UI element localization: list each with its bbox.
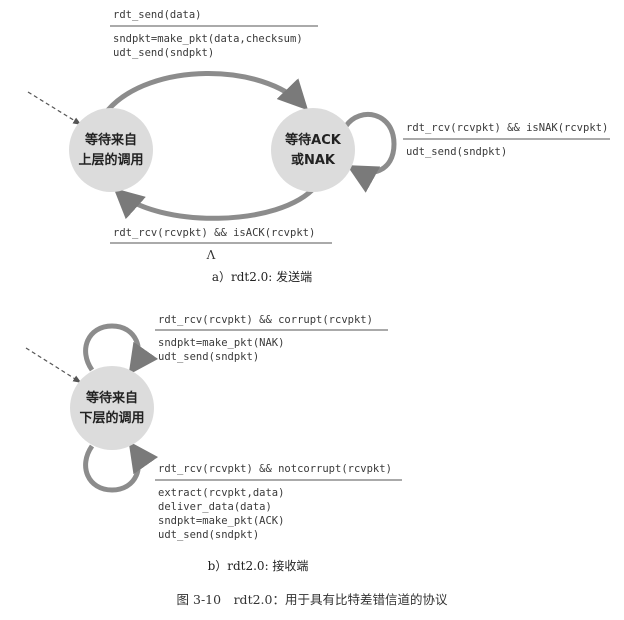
sender-ack-event-label: rdt_rcv(rcvpkt) && isACK(rcvpkt) bbox=[113, 227, 315, 239]
state-wait-call-below bbox=[70, 366, 154, 450]
sender-nak-action-label: udt_send(sndpkt) bbox=[406, 146, 507, 158]
receiver-ok-action-1: extract(rcvpkt,data) bbox=[158, 487, 284, 499]
state-wait-call-above-line1: 等待来自 bbox=[84, 132, 137, 148]
state-wait-call-below-line2: 下层的调用 bbox=[79, 410, 144, 426]
sender-send-event-label: rdt_send(data) bbox=[113, 9, 202, 21]
figure-caption: 图 3-10 rdt2.0：用于具有比特差错信道的协议 bbox=[177, 592, 448, 607]
receiver-ok-event-label: rdt_rcv(rcvpkt) && notcorrupt(rcvpkt) bbox=[158, 463, 392, 475]
sender-send-transition-arrow bbox=[106, 71, 309, 112]
sender-nak-selfloop-arrow bbox=[343, 111, 397, 193]
sender-ack-transition-arrow bbox=[113, 184, 318, 221]
receiver-fsm: 等待来自 下层的调用 rdt_rcv(rcvpkt) && corrupt(rc… bbox=[25, 314, 402, 573]
receiver-corrupt-action-2: udt_send(sndpkt) bbox=[158, 351, 259, 363]
receiver-ok-action-3: sndpkt=make_pkt(ACK) bbox=[158, 515, 284, 527]
sender-caption: a）rdt2.0: 发送端 bbox=[212, 269, 312, 284]
receiver-corrupt-action-1: sndpkt=make_pkt(NAK) bbox=[158, 337, 284, 349]
receiver-ok-selfloop-arrow bbox=[83, 441, 159, 493]
state-wait-ack-nak bbox=[271, 108, 355, 192]
sender-send-action-1: sndpkt=make_pkt(data,checksum) bbox=[113, 33, 303, 45]
sender-ack-action-lambda: Λ bbox=[206, 248, 216, 262]
sender-send-action-2: udt_send(sndpkt) bbox=[113, 47, 214, 59]
receiver-corrupt-selfloop-arrow bbox=[83, 323, 159, 375]
state-wait-call-below-line1: 等待来自 bbox=[85, 390, 138, 406]
sender-initial-arrow bbox=[27, 91, 82, 125]
receiver-initial-arrow bbox=[25, 347, 82, 383]
receiver-corrupt-event-label: rdt_rcv(rcvpkt) && corrupt(rcvpkt) bbox=[158, 314, 373, 326]
state-wait-call-above-line2: 上层的调用 bbox=[78, 152, 143, 168]
receiver-caption: b）rdt2.0: 接收端 bbox=[208, 558, 309, 573]
sender-nak-event-label: rdt_rcv(rcvpkt) && isNAK(rcvpkt) bbox=[406, 122, 608, 134]
state-wait-call-above bbox=[69, 108, 153, 192]
state-wait-ack-nak-line1: 等待ACK bbox=[284, 132, 342, 148]
receiver-ok-action-2: deliver_data(data) bbox=[158, 501, 272, 513]
state-wait-ack-nak-line2: 或NAK bbox=[291, 152, 336, 168]
receiver-ok-action-4: udt_send(sndpkt) bbox=[158, 529, 259, 541]
sender-fsm: 等待来自 上层的调用 等待ACK 或NAK rdt_send(data) snd… bbox=[27, 9, 610, 284]
